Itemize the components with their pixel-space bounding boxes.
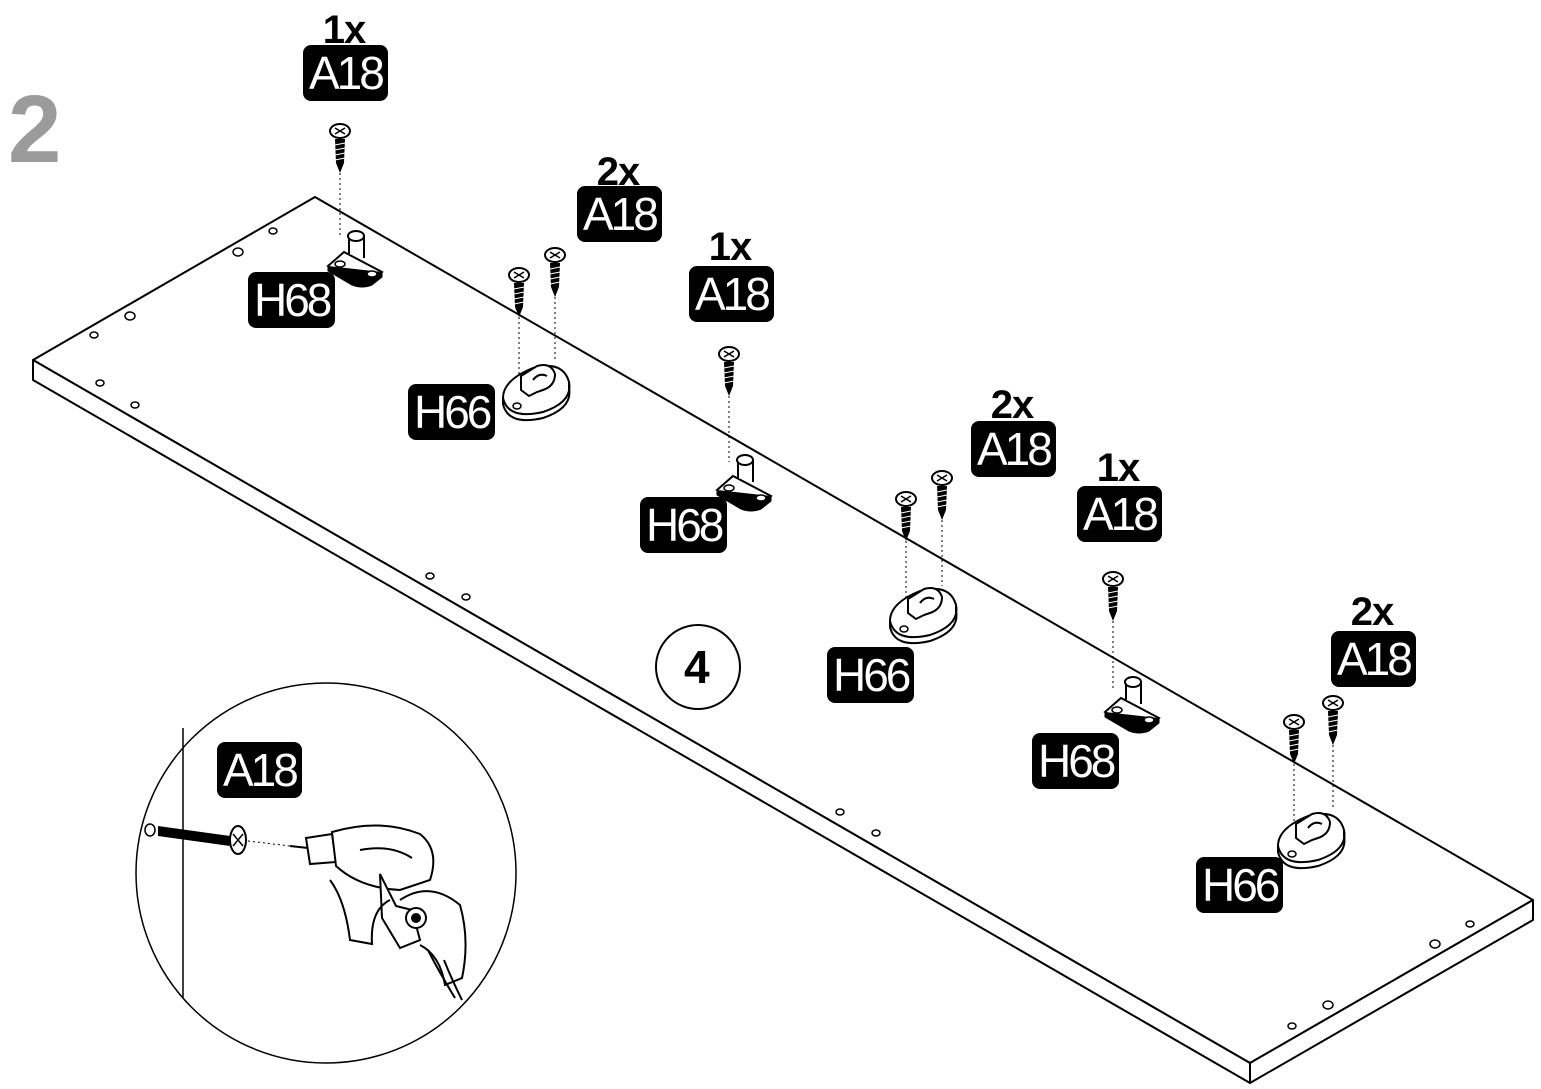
panel-number-circle: [655, 624, 741, 710]
callout-quantity: 2x: [1350, 590, 1395, 634]
panel-number: 4: [684, 641, 710, 693]
screw-icon: [1102, 571, 1124, 622]
screw-icon: [1322, 695, 1344, 746]
part-label: H68: [248, 272, 336, 328]
part-label: H68: [1032, 733, 1120, 789]
board-right-edge: [1249, 899, 1534, 1084]
callout-part-label: A18: [303, 45, 388, 101]
guide-lines: [339, 173, 1334, 828]
drill-icon: [289, 824, 467, 1001]
detail-inset: [135, 682, 517, 1064]
screw-icon: [329, 123, 351, 174]
callout-quantity: 1x: [322, 8, 367, 52]
detail-part-label: A18: [217, 742, 302, 798]
callout-quantity: 1x: [708, 225, 753, 269]
step-number: 2: [8, 76, 62, 183]
callout-part-label: A18: [689, 266, 774, 322]
callout-part-label: A18: [1331, 631, 1416, 687]
callout-quantity: 2x: [596, 150, 641, 194]
screw-icon: [931, 470, 953, 521]
callout-part-label: A18: [577, 186, 662, 242]
callout-quantity: 2x: [990, 383, 1035, 427]
screw-icon: [718, 346, 740, 397]
callout-quantity: 1x: [1096, 446, 1141, 490]
callout-part-label: A18: [971, 421, 1056, 477]
callout-part-label: A18: [1077, 486, 1162, 542]
screw-icon: [1283, 714, 1305, 765]
part-label: H66: [1196, 857, 1284, 913]
screw-icon: [544, 247, 566, 298]
board-holes: [89, 227, 1475, 1030]
part-label: H68: [640, 497, 728, 553]
part-label: H66: [827, 647, 915, 703]
part-label: H66: [408, 384, 496, 440]
